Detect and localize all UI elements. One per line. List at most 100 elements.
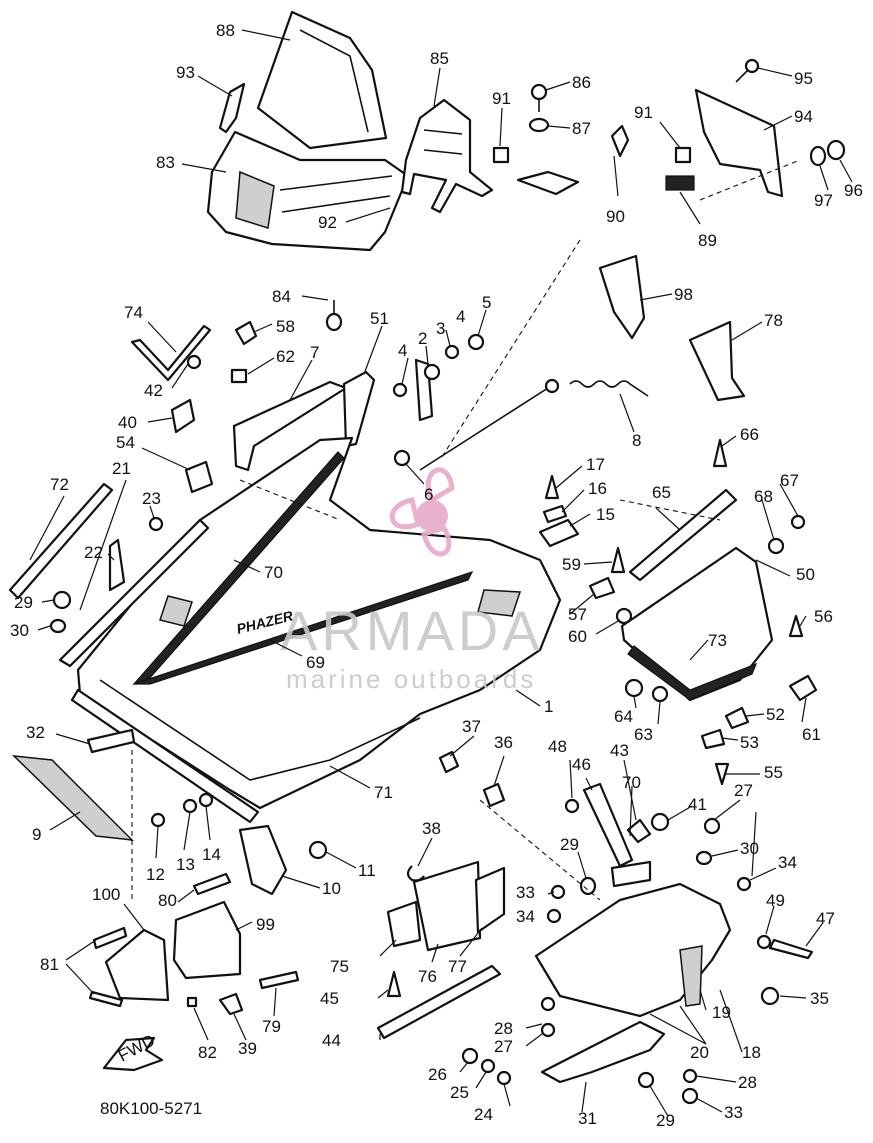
washer-30-right: [695, 850, 713, 866]
windshield: [256, 10, 388, 150]
nut-33-bottom: [681, 1087, 699, 1105]
decal-98: [598, 254, 646, 340]
callout-85: 85: [430, 49, 449, 68]
pin-45: [386, 970, 402, 998]
callout-57: 57: [568, 605, 587, 624]
headlight-lens: [235, 170, 275, 229]
callout-96: 96: [844, 181, 863, 200]
assembly-line-5: [619, 499, 721, 521]
nut-91a: [492, 146, 510, 164]
grommet-68: [767, 537, 785, 555]
watermark: ARMADA marine outboards: [280, 467, 544, 694]
callout-37: 37: [462, 717, 481, 736]
washer-49: [756, 934, 772, 950]
plate-100: [104, 928, 170, 1002]
bracket-51: [342, 370, 376, 448]
callout-65: 65: [652, 483, 671, 502]
callout-29a: 29: [14, 593, 33, 612]
nut-28-bottom: [682, 1068, 698, 1084]
bolt-86: [530, 83, 548, 101]
callout-94: 94: [794, 107, 813, 126]
callout-21: 21: [112, 459, 131, 478]
grommet-29-mid: [579, 876, 597, 896]
callout-95: 95: [794, 69, 813, 88]
callout-labels: 88 93 83 85 86 87 91 90 91 89 95 94 97 9…: [10, 21, 863, 1130]
washer-34a: [736, 876, 752, 892]
callout-54: 54: [116, 433, 135, 452]
callout-29c: 29: [656, 1111, 675, 1130]
callout-10: 10: [322, 879, 341, 898]
callout-20: 20: [690, 1043, 709, 1062]
callout-6: 6: [424, 485, 433, 504]
callout-42: 42: [144, 381, 163, 400]
rail-44: [376, 964, 502, 1040]
callout-98: 98: [674, 285, 693, 304]
pod-lower: [534, 882, 732, 1018]
callout-61: 61: [802, 725, 821, 744]
callout-32: 32: [26, 723, 45, 742]
callout-73: 73: [708, 631, 727, 650]
callout-5: 5: [482, 293, 491, 312]
clip-38: [406, 865, 425, 882]
callout-36: 36: [494, 733, 513, 752]
nut-23: [148, 516, 164, 532]
assembly-line-2: [439, 239, 581, 461]
bracket-46-foot: [610, 860, 652, 888]
decal-78: [688, 320, 746, 402]
callout-84: 84: [272, 287, 291, 306]
washer-4a: [392, 382, 408, 398]
callout-75: 75: [330, 957, 349, 976]
callout-29b: 29: [560, 835, 579, 854]
bolt-67: [790, 514, 806, 530]
grommet-29-left: [52, 590, 72, 610]
leader-lines: [29, 29, 853, 1117]
knob-43: [626, 818, 652, 844]
sheet-75: [386, 900, 422, 948]
brace-31: [540, 1020, 666, 1084]
callout-28a: 28: [494, 1019, 513, 1038]
callout-91b: 91: [634, 103, 653, 122]
nut-62: [230, 368, 248, 384]
grommet-41: [650, 812, 670, 832]
washer-30-left: [49, 618, 67, 634]
callout-50: 50: [796, 565, 815, 584]
bolt-27-left: [540, 1022, 556, 1038]
callout-55: 55: [764, 763, 783, 782]
watermark-brand: ARMADA: [280, 599, 544, 662]
callout-19: 19: [712, 1003, 731, 1022]
washer-26: [461, 1047, 479, 1065]
propeller-logo-icon: [390, 467, 455, 557]
bolt-5: [467, 333, 485, 351]
clip-82: [186, 996, 198, 1008]
bolt-27a: [703, 817, 721, 835]
clip-53: [700, 728, 726, 750]
grommet-61: [788, 674, 818, 702]
callout-33a: 33: [516, 883, 535, 902]
callout-51: 51: [370, 309, 389, 328]
part-89: [665, 175, 695, 191]
stay-93: [218, 82, 246, 134]
sheet-76: [412, 860, 482, 952]
diagram-code: 80K100-5271: [100, 1099, 202, 1118]
callout-43: 43: [610, 741, 629, 760]
nut-36: [482, 782, 506, 808]
spring-8: [569, 380, 649, 397]
callout-97: 97: [814, 191, 833, 210]
windshield-detail: [299, 29, 369, 133]
callout-88: 88: [216, 21, 235, 40]
clip-90: [610, 124, 630, 158]
bracket-85: [400, 98, 494, 214]
strip-21: [58, 518, 210, 668]
vent-left: [159, 595, 193, 627]
callout-41: 41: [688, 795, 707, 814]
callout-17: 17: [586, 455, 605, 474]
callout-59: 59: [562, 555, 581, 574]
washer-97: [809, 145, 827, 167]
callout-71: 71: [374, 783, 393, 802]
callout-8: 8: [632, 431, 641, 450]
bolt-24: [496, 1070, 512, 1086]
pin-56: [788, 614, 804, 638]
clip-22: [108, 538, 126, 592]
callout-39: 39: [238, 1039, 257, 1058]
